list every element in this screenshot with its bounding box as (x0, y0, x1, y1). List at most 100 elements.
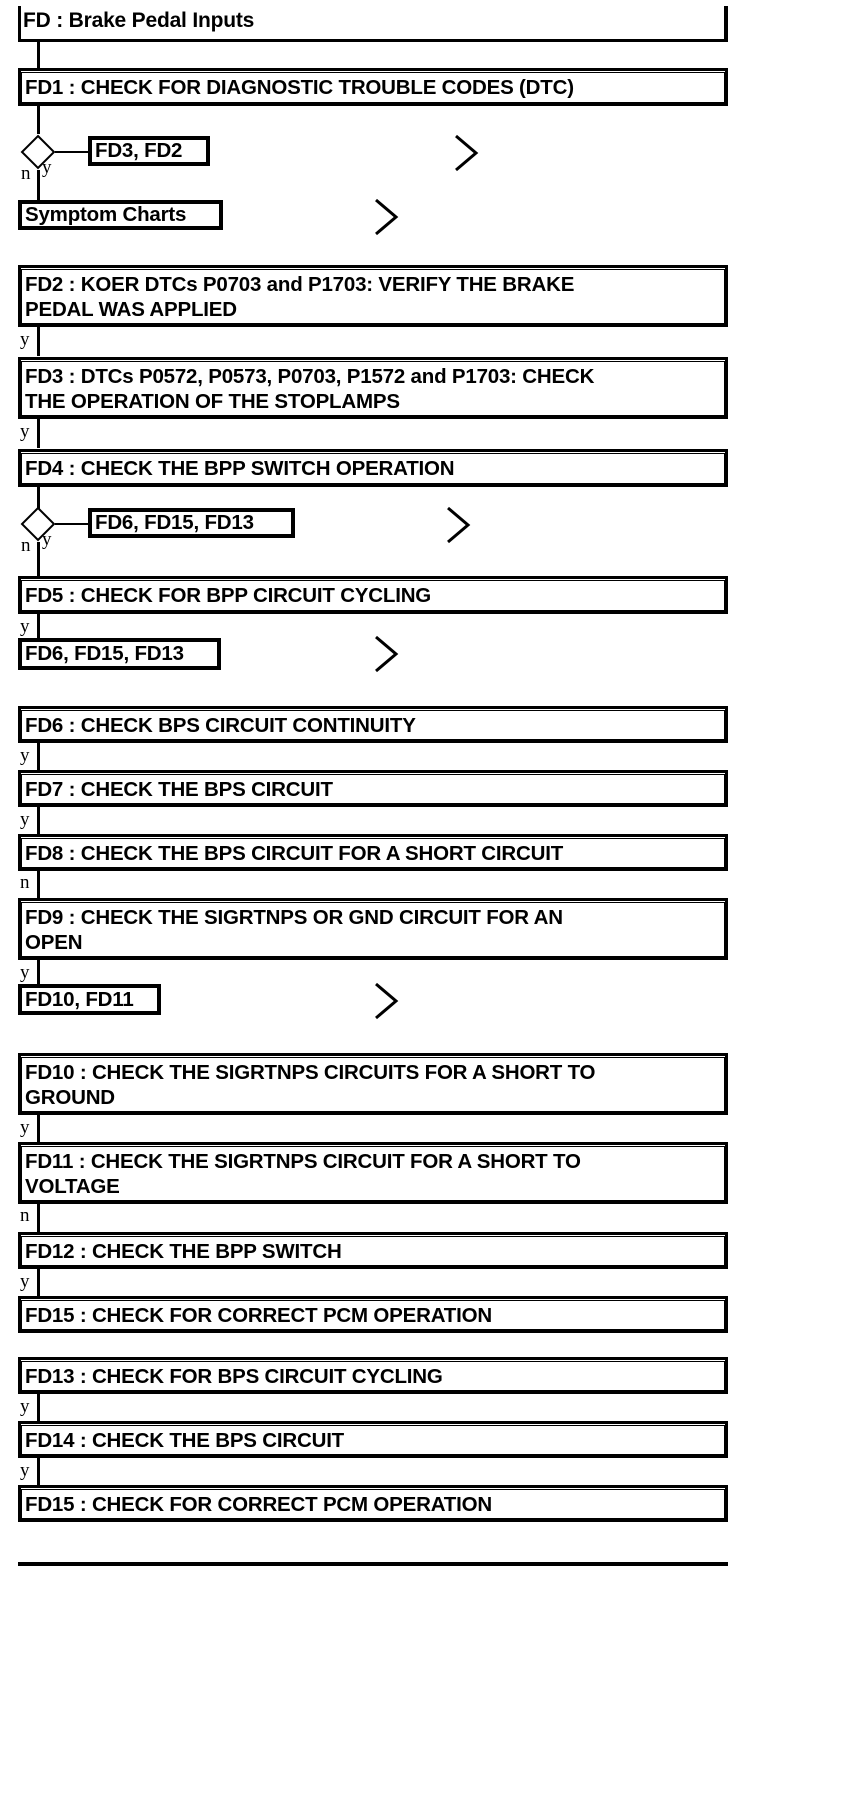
chevron-right-icon[interactable] (370, 981, 402, 1021)
branch-label-decision2-yes: y (42, 529, 52, 550)
branch-label-fd9-yes: y (20, 962, 30, 983)
reference-box-symptom-charts-inner: Symptom Charts (21, 203, 220, 227)
process-label: FD14 : CHECK THE BPS CIRCUIT (25, 1428, 345, 1452)
process-box-fd4-inner: FD4 : CHECK THE BPP SWITCH OPERATION (21, 453, 725, 484)
process-box-fd8-inner: FD8 : CHECK THE BPS CIRCUIT FOR A SHORT … (21, 838, 725, 868)
branch-label-fd7-yes: y (20, 809, 30, 830)
process-box-fd14-inner: FD14 : CHECK THE BPS CIRCUIT (21, 1425, 725, 1455)
connector-fd4-decision2 (37, 487, 40, 509)
process-label: FD4 : CHECK THE BPP SWITCH OPERATION (25, 457, 455, 480)
process-box-fd11[interactable]: FD11 : CHECK THE SIGRTNPS CIRCUIT FOR A … (18, 1142, 728, 1204)
process-box-fd5[interactable]: FD5 : CHECK FOR BPP CIRCUIT CYCLING (18, 576, 728, 614)
branch-label-fd12-yes: y (20, 1271, 30, 1292)
process-label: FD6 : CHECK BPS CIRCUIT CONTINUITY (25, 713, 416, 737)
title-left-rule (18, 6, 21, 42)
process-box-fd4[interactable]: FD4 : CHECK THE BPP SWITCH OPERATION (18, 449, 728, 487)
reference-box-fd3-fd2[interactable]: FD3, FD2 (88, 136, 210, 166)
connector-decision2-fd5 (37, 542, 40, 577)
branch-label-fd11-no: n (20, 1205, 30, 1226)
branch-label-decision2-no: n (21, 535, 31, 556)
chevron-right-icon[interactable] (450, 133, 482, 173)
process-box-fd12[interactable]: FD12 : CHECK THE BPP SWITCH (18, 1232, 728, 1269)
branch-label-decision1-no: n (21, 163, 31, 184)
process-box-fd1-inner: FD1 : CHECK FOR DIAGNOSTIC TROUBLE CODES… (21, 72, 725, 103)
process-box-fd9-inner: FD9 : CHECK THE SIGRTNPS OR GND CIRCUIT … (21, 902, 725, 957)
decision-diamond-icon[interactable] (20, 134, 56, 170)
process-box-fd11-inner: FD11 : CHECK THE SIGRTNPS CIRCUIT FOR A … (21, 1146, 725, 1201)
process-label: FD13 : CHECK FOR BPS CIRCUIT CYCLING (25, 1364, 443, 1388)
reference-box-fd10-fd11-inner: FD10, FD11 (21, 987, 158, 1012)
decision-diamond-icon[interactable] (20, 506, 56, 542)
process-box-fd2[interactable]: FD2 : KOER DTCs P0703 and P1703: VERIFY … (18, 265, 728, 327)
process-label: FD5 : CHECK FOR BPP CIRCUIT CYCLING (25, 584, 432, 607)
page-title: FD : Brake Pedal Inputs (23, 9, 255, 32)
branch-label-fd6-yes: y (20, 745, 30, 766)
process-label: FD10 : CHECK THE SIGRTNPS CIRCUITS FOR A… (25, 1060, 596, 1109)
process-box-fd15-b[interactable]: FD15 : CHECK FOR CORRECT PCM OPERATION (18, 1485, 728, 1522)
connector-decision1-ref1 (55, 151, 90, 153)
process-label: FD3 : DTCs P0572, P0573, P0703, P1572 an… (25, 364, 595, 413)
connector-fd6-fd7 (37, 743, 40, 771)
chevron-right-icon[interactable] (370, 634, 402, 674)
process-box-fd1[interactable]: FD1 : CHECK FOR DIAGNOSTIC TROUBLE CODES… (18, 68, 728, 106)
reference-box-fd6-fd15-fd13-b[interactable]: FD6, FD15, FD13 (18, 638, 221, 670)
reference-box-fd10-fd11[interactable]: FD10, FD11 (18, 984, 161, 1015)
process-box-fd13[interactable]: FD13 : CHECK FOR BPS CIRCUIT CYCLING (18, 1357, 728, 1394)
reference-label: Symptom Charts (25, 203, 187, 226)
chevron-right-icon[interactable] (442, 505, 474, 545)
reference-box-symptom-charts[interactable]: Symptom Charts (18, 200, 223, 230)
process-box-fd6-inner: FD6 : CHECK BPS CIRCUIT CONTINUITY (21, 710, 725, 740)
process-box-fd14[interactable]: FD14 : CHECK THE BPS CIRCUIT (18, 1421, 728, 1458)
connector-fd8-fd9 (37, 871, 40, 899)
process-box-fd5-inner: FD5 : CHECK FOR BPP CIRCUIT CYCLING (21, 580, 725, 611)
process-box-fd7-inner: FD7 : CHECK THE BPS CIRCUIT (21, 774, 725, 804)
branch-label-fd3-yes: y (20, 421, 30, 442)
reference-label: FD6, FD15, FD13 (95, 511, 254, 534)
process-label: FD1 : CHECK FOR DIAGNOSTIC TROUBLE CODES… (25, 76, 574, 99)
process-label: FD15 : CHECK FOR CORRECT PCM OPERATION (25, 1303, 492, 1327)
connector-fd10-fd11 (37, 1115, 40, 1143)
flowchart-title-box: FD : Brake Pedal Inputs (18, 6, 728, 42)
connector-decision1-symptom (37, 170, 40, 202)
process-box-fd8[interactable]: FD8 : CHECK THE BPS CIRCUIT FOR A SHORT … (18, 834, 728, 871)
connector-fd9-ref5 (37, 960, 40, 986)
process-box-fd9[interactable]: FD9 : CHECK THE SIGRTNPS OR GND CIRCUIT … (18, 898, 728, 960)
bottom-divider (18, 1562, 728, 1566)
process-box-fd15-a-inner: FD15 : CHECK FOR CORRECT PCM OPERATION (21, 1300, 725, 1330)
process-label: FD7 : CHECK THE BPS CIRCUIT (25, 777, 333, 801)
process-box-fd15-a[interactable]: FD15 : CHECK FOR CORRECT PCM OPERATION (18, 1296, 728, 1333)
connector-title-fd1 (37, 42, 40, 68)
process-box-fd6[interactable]: FD6 : CHECK BPS CIRCUIT CONTINUITY (18, 706, 728, 743)
title-bottom-rule (18, 39, 728, 42)
reference-label: FD10, FD11 (25, 987, 134, 1011)
process-box-fd10[interactable]: FD10 : CHECK THE SIGRTNPS CIRCUITS FOR A… (18, 1053, 728, 1115)
branch-label-fd13-yes: y (20, 1396, 30, 1417)
process-box-fd15-b-inner: FD15 : CHECK FOR CORRECT PCM OPERATION (21, 1489, 725, 1519)
reference-box-fd3-fd2-inner: FD3, FD2 (91, 139, 207, 163)
branch-label-fd10-yes: y (20, 1117, 30, 1138)
process-box-fd3-inner: FD3 : DTCs P0572, P0573, P0703, P1572 an… (21, 361, 725, 416)
reference-box-fd6-fd15-fd13-a-inner: FD6, FD15, FD13 (91, 511, 292, 535)
branch-label-fd8-no: n (20, 872, 30, 893)
connector-fd2-fd3 (37, 327, 40, 356)
connector-fd14-fd15b (37, 1458, 40, 1486)
chevron-right-icon[interactable] (370, 197, 402, 237)
connector-fd7-fd8 (37, 807, 40, 835)
process-label: FD15 : CHECK FOR CORRECT PCM OPERATION (25, 1492, 492, 1516)
connector-fd11-fd12 (37, 1204, 40, 1232)
reference-label: FD3, FD2 (95, 139, 183, 162)
process-box-fd3[interactable]: FD3 : DTCs P0572, P0573, P0703, P1572 an… (18, 357, 728, 419)
branch-label-fd2-yes: y (20, 329, 30, 350)
reference-box-fd6-fd15-fd13-a[interactable]: FD6, FD15, FD13 (88, 508, 295, 538)
connector-fd3-fd4 (37, 419, 40, 448)
process-box-fd10-inner: FD10 : CHECK THE SIGRTNPS CIRCUITS FOR A… (21, 1057, 725, 1112)
process-label: FD12 : CHECK THE BPP SWITCH (25, 1239, 342, 1263)
process-box-fd13-inner: FD13 : CHECK FOR BPS CIRCUIT CYCLING (21, 1361, 725, 1391)
process-label: FD9 : CHECK THE SIGRTNPS OR GND CIRCUIT … (25, 905, 563, 954)
process-label: FD11 : CHECK THE SIGRTNPS CIRCUIT FOR A … (25, 1149, 581, 1198)
connector-fd12-fd15a (37, 1269, 40, 1297)
connector-fd5-ref4 (37, 614, 40, 640)
title-right-tick (724, 6, 728, 42)
process-box-fd7[interactable]: FD7 : CHECK THE BPS CIRCUIT (18, 770, 728, 807)
